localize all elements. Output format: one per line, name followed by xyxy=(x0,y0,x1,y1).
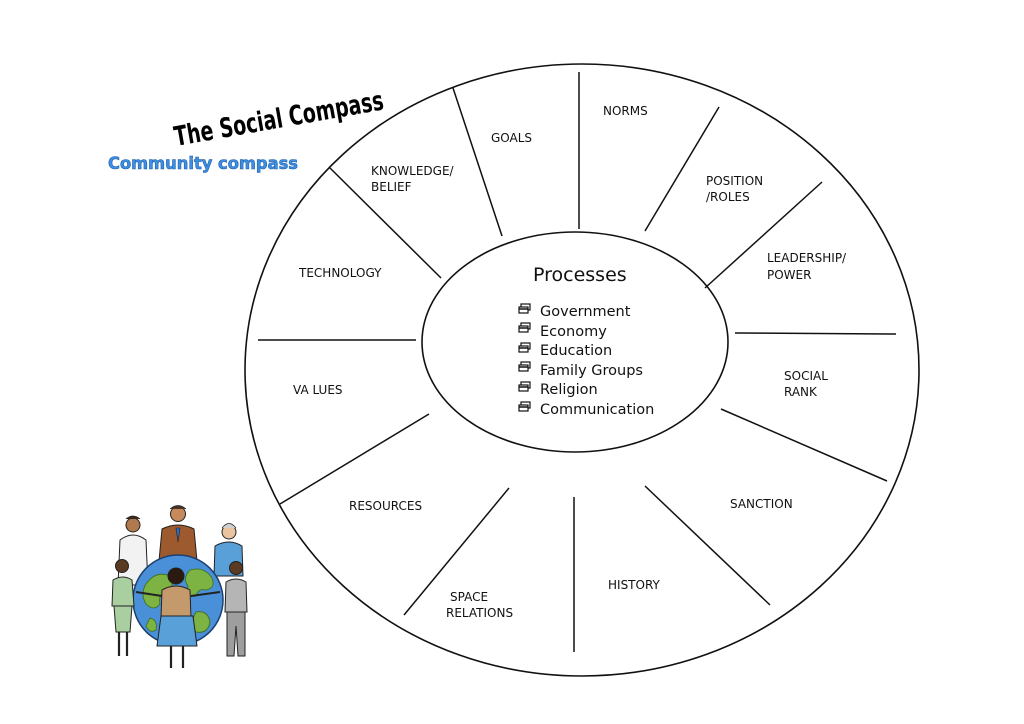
spoke xyxy=(403,487,510,616)
process-economy: Economy xyxy=(540,324,607,340)
segment-label-position-roles: POSITION xyxy=(706,174,763,188)
segment-label-social-rank: SOCIAL xyxy=(784,369,828,383)
window-bullet-icon xyxy=(518,342,531,353)
process-item: Religion xyxy=(518,381,598,398)
subtitle: Community compass xyxy=(108,154,298,173)
segment-label-knowledge-belief: KNOWLEDGE/ xyxy=(371,164,455,178)
spoke xyxy=(704,181,823,289)
person-figure xyxy=(111,559,135,656)
spoke xyxy=(279,413,430,505)
spoke xyxy=(644,106,720,232)
person-figure xyxy=(213,523,244,577)
segment-label-values: VA LUES xyxy=(293,383,343,397)
spokes xyxy=(258,72,897,652)
window-bullet-icon xyxy=(518,361,531,372)
process-list: Government Economy Education xyxy=(518,303,654,418)
process-family-groups: Family Groups xyxy=(540,363,643,379)
outer-ring xyxy=(244,63,920,677)
window-bullet-icon xyxy=(518,303,531,314)
process-item: Education xyxy=(518,342,612,359)
process-communication: Communication xyxy=(540,402,654,418)
segment-label-leadership-power-2: POWER xyxy=(767,268,811,282)
segment-label-position-roles-2: /ROLES xyxy=(706,190,750,204)
process-education: Education xyxy=(540,343,612,359)
segment-label-social-rank-2: RANK xyxy=(784,385,818,399)
segment-label-space-relations-2: RELATIONS xyxy=(446,606,513,620)
segment-label-technology: TECHNOLOGY xyxy=(298,266,382,280)
segment-label-knowledge-belief-2: BELIEF xyxy=(371,180,412,194)
people-around-globe-icon xyxy=(111,505,248,668)
person-figure xyxy=(117,515,149,586)
segment-label-goals: GOALS xyxy=(491,131,532,145)
spoke xyxy=(734,332,897,335)
window-bullet-icon xyxy=(518,322,531,333)
main-title: The Social Compass xyxy=(172,86,386,153)
process-government: Government xyxy=(540,304,631,320)
person-figure xyxy=(224,561,248,657)
inner-circle xyxy=(421,231,729,453)
spoke xyxy=(329,167,442,279)
spoke xyxy=(644,485,771,606)
process-item: Communication xyxy=(518,401,654,418)
segment-label-norms: NORMS xyxy=(603,104,648,118)
process-item: Government xyxy=(518,303,631,320)
person-figure xyxy=(135,567,221,668)
segment-labels: NORMS POSITION /ROLES LEADERSHIP/ POWER … xyxy=(293,104,847,620)
segment-label-space-relations: SPACE xyxy=(450,590,488,604)
window-bullet-icon xyxy=(518,401,531,412)
window-bullet-icon xyxy=(518,381,531,392)
spoke xyxy=(452,87,503,237)
process-item: Family Groups xyxy=(518,361,643,379)
segment-label-resources: RESOURCES xyxy=(349,499,422,513)
segment-label-sanction: SANCTION xyxy=(730,497,793,511)
segment-label-leadership-power: LEADERSHIP/ xyxy=(767,251,847,265)
title-group: The Social Compass xyxy=(172,86,386,153)
process-religion: Religion xyxy=(540,382,598,398)
segment-label-history: HISTORY xyxy=(608,578,661,592)
spoke xyxy=(720,408,888,482)
person-figure xyxy=(158,505,198,562)
center-title: Processes xyxy=(533,264,627,286)
process-item: Economy xyxy=(518,322,607,340)
